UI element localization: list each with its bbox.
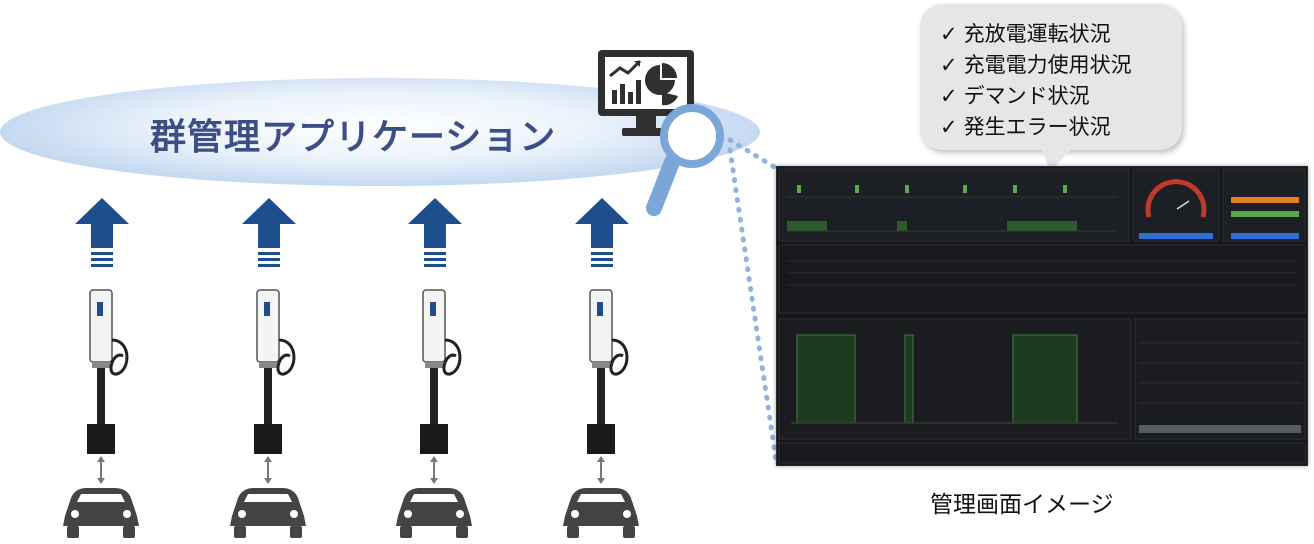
- bubble-item: ✓発生エラー状況: [940, 115, 1111, 139]
- car-icon: [230, 488, 306, 538]
- feature-bubble: ✓充放電運転状況 ✓充電電力使用状況 ✓デマンド状況 ✓発生エラー状況: [920, 4, 1182, 150]
- bubble-item: ✓デマンド状況: [940, 84, 1090, 108]
- ev-charger-icon: [87, 289, 129, 454]
- car-icon: [63, 488, 139, 538]
- dotted-connector: [727, 137, 779, 463]
- magnifier-icon: [646, 104, 724, 216]
- ev-charger-icon: [420, 289, 462, 454]
- dashboard-screenshot: [776, 166, 1308, 466]
- bubble-tail: [1040, 145, 1076, 171]
- dashboard-caption: 管理画面イメージ: [930, 492, 1114, 518]
- bubble-item: ✓充電電力使用状況: [940, 53, 1132, 77]
- up-arrow-icon: [408, 198, 462, 267]
- car-icon: [563, 488, 639, 538]
- monitor-chart-icon: [598, 50, 694, 136]
- up-arrow-icon: [75, 198, 129, 267]
- up-arrow-icon: [242, 198, 296, 267]
- ev-charger-icon: [254, 289, 296, 454]
- dashboard-graphic: [778, 168, 1306, 464]
- charger-unit: [557, 190, 647, 540]
- charger-unit: [224, 190, 314, 540]
- car-icon: [396, 488, 472, 538]
- app-title: 群管理アプリケーション: [150, 117, 557, 158]
- up-arrow-icon: [575, 198, 629, 267]
- ev-charger-icon: [587, 289, 629, 454]
- bubble-item: ✓充放電運転状況: [940, 22, 1111, 46]
- charger-unit: [57, 190, 147, 540]
- charger-unit: [390, 190, 480, 540]
